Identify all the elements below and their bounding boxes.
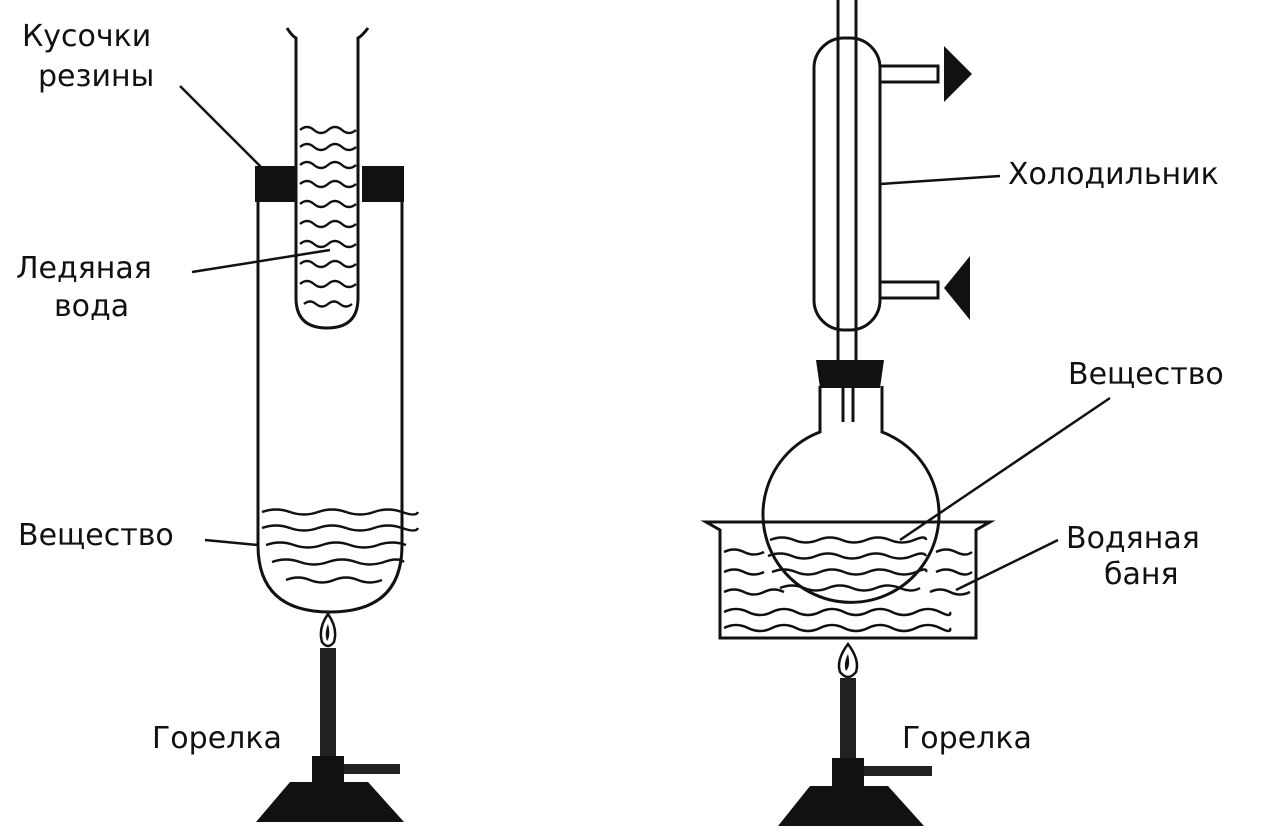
arrow-out-icon [944,46,972,102]
condenser-leader-line [879,174,1001,186]
substance-waves-right [767,536,928,592]
bath-water-waves [723,548,973,633]
round-flask [761,386,941,604]
arrow-in-icon [944,256,970,320]
rubber-piece-right [362,166,404,202]
burner-left-label: Горелка [152,721,282,756]
water-bath-leader-line [955,538,1059,592]
condenser-jacket [812,36,882,332]
flame-left-icon [319,611,337,648]
substance-waves-left [261,508,420,584]
burner-right [778,678,932,826]
condenser-label: Холодильник [1008,157,1219,192]
substance-left-leader-line [204,538,259,547]
left-apparatus: Кусочки резины Ледяная вода Вещество Гор… [16,19,420,822]
right-apparatus: Холодильник Вещество Водяная баня Горелк… [700,0,1224,826]
substance-left-label: Вещество [18,518,174,553]
inner-test-tube [285,27,370,330]
water-bath-label: Водяная баня [1066,521,1209,592]
condenser-lower-outlet [880,280,940,300]
rubber-leader-line [179,85,267,173]
ice-water-leader-line [191,248,331,274]
water-bath [700,520,996,640]
burner-right-label: Горелка [902,721,1032,756]
flask-stopper [816,360,884,388]
ice-water-waves [299,125,357,308]
burner-left [256,648,404,822]
outer-test-tube [256,170,404,614]
ice-water-label: Ледяная вода [16,251,161,324]
flame-right-icon [837,641,859,679]
substance-right-label: Вещество [1068,357,1224,392]
condenser-upper-outlet [880,64,940,84]
rubber-label: Кусочки резины [22,19,161,94]
substance-right-leader-line [899,396,1111,542]
rubber-piece-left [255,166,297,202]
